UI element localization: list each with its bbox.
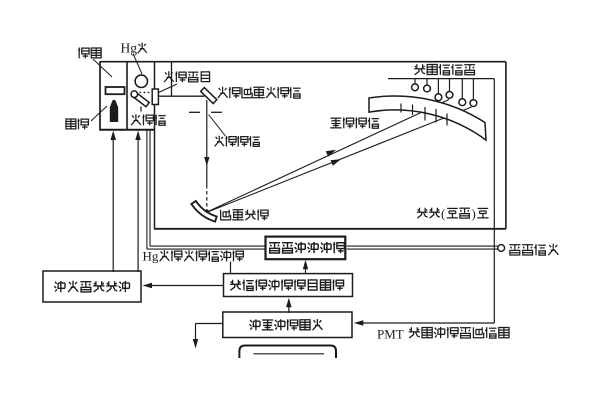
svg-text:Hg: Hg	[143, 249, 159, 264]
svg-text:(: (	[441, 206, 445, 221]
svg-text:Hg: Hg	[121, 41, 138, 56]
svg-text:): )	[472, 206, 476, 221]
svg-text:PMT: PMT	[377, 327, 404, 342]
